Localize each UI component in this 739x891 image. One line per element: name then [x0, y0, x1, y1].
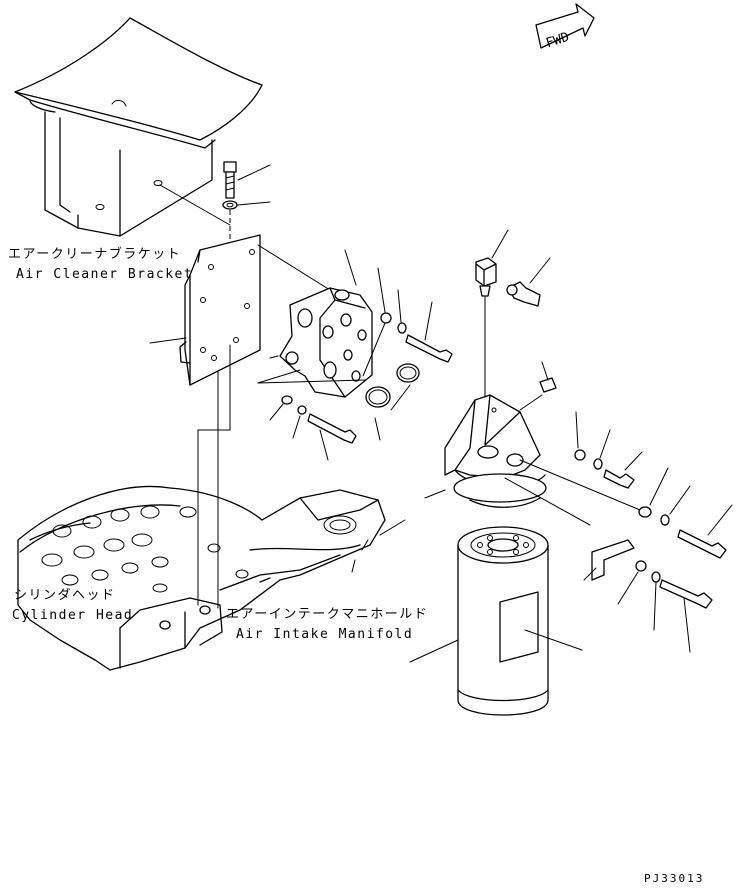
- mounting-plate: [179, 234, 261, 386]
- fwd-label: FWD: [544, 30, 571, 52]
- oil-filter-cartridge: [457, 526, 549, 716]
- air-cleaner-bracket-label-en: Air Cleaner Bracket: [16, 267, 193, 282]
- bolt-filter-head-lower: [307, 413, 357, 444]
- bolt-bracket-long-upper: [677, 529, 727, 559]
- air-intake-manifold-label-en: Air Intake Manifold: [236, 627, 413, 642]
- fwd-arrow-icon: FWD: [535, 3, 595, 52]
- air-intake-manifold-label-jp: エアーインテークマニホールド: [226, 607, 428, 622]
- air-cleaner-bracket-label-jp: エアークリーナブラケット: [8, 246, 181, 262]
- bolt-bracket-long-lower: [659, 579, 713, 609]
- bolt-bracket-short: [603, 469, 635, 489]
- l-bracket: [591, 539, 635, 581]
- bolt-filter-head-upper: [405, 334, 453, 363]
- o-rings: [365, 363, 420, 408]
- cylinder-head-label-jp: シリンダヘッド: [14, 588, 116, 603]
- cylinder-head-label-en: Cylinder Head: [12, 608, 133, 623]
- cylinder-head: [17, 485, 406, 671]
- air-cleaner-bracket: [14, 17, 263, 237]
- filter-mount-bracket: [444, 394, 547, 508]
- filter-head-block: [269, 287, 373, 398]
- sensor-fitting: [475, 257, 497, 297]
- drawing-number: PJ33013: [644, 872, 704, 885]
- bolt-top: [222, 161, 238, 210]
- elbow-fitting: [506, 281, 541, 307]
